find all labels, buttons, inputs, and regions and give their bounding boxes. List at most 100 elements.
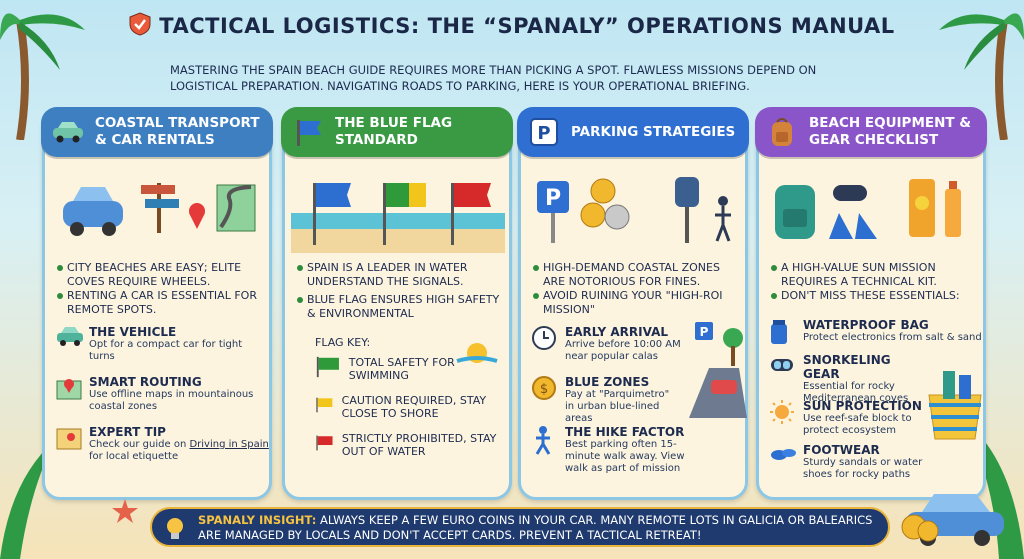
transport-illustration — [63, 183, 256, 236]
item-title: The Vehicle — [89, 325, 177, 339]
car-icon — [49, 117, 87, 147]
item-title: Waterproof Bag — [803, 318, 929, 332]
intro-text: Mastering the Spain beach guide requires… — [170, 63, 817, 93]
transport-bullets: City beaches are easy; Elite coves requi… — [57, 261, 267, 317]
lightbulb-icon — [167, 518, 183, 539]
item-snorkeling-gear: Snorkeling GearEssential for rocky Medit… — [769, 353, 929, 405]
svg-text:$: $ — [540, 382, 548, 397]
blue-flag-icon — [289, 117, 327, 147]
svg-text:P: P — [700, 325, 709, 339]
item-expert-tip: Expert Tip Check our guide on Driving in… — [55, 425, 270, 463]
map-pin-icon — [55, 375, 89, 413]
car-icon — [906, 494, 1004, 546]
blue-flag-bullets: Spain is a leader in water understand th… — [297, 261, 507, 321]
parking-illustration: P — [537, 177, 731, 243]
title-text: Tactical Logistics: The “Spanaly” Operat… — [159, 14, 895, 38]
flag-text: Strictly prohibited, stay out of water — [341, 432, 497, 458]
green-flag-icon — [316, 356, 339, 378]
flag-green-row: Total safety for swimming — [315, 356, 505, 382]
item-text: Pay at "Parquimetro" in urban blue-lined… — [565, 389, 670, 424]
item-text: Check our guide on Driving in Spain for … — [89, 439, 270, 463]
palm-tree-icon — [0, 13, 85, 140]
item-text-before: Check our guide on — [89, 439, 190, 450]
panel-blue-flag: The Blue Flag Standard Spain is a leader… — [281, 107, 513, 500]
flag-key-label: Flag Key: — [315, 336, 371, 349]
flag-yellow-row: Caution required, stay close to shore — [315, 394, 505, 420]
flag-text: Caution required, stay close to shore — [341, 394, 487, 420]
item-title: The Hike Factor — [565, 425, 685, 439]
driving-in-spain-link[interactable]: Driving in Spain — [189, 439, 269, 450]
snorkel-icon — [769, 353, 803, 405]
item-early-arrival: Early ArrivalArrive before 10:00 AM near… — [531, 325, 681, 363]
item-title: Early Arrival — [565, 325, 669, 339]
item-text: Sturdy sandals or water shoes for rocky … — [803, 457, 923, 480]
insight-label: Spanaly Insight: — [198, 513, 317, 527]
bullet-item: A high-value sun mission requires a tech… — [771, 261, 981, 289]
gear-illustration — [775, 179, 961, 239]
beach-bag-icon — [928, 371, 982, 440]
flags-illustration — [291, 183, 505, 253]
item-text-after: for local etiquette — [89, 451, 179, 462]
item-title: Smart Routing — [89, 375, 202, 389]
sandal-icon — [769, 443, 803, 481]
item-smart-routing: Smart RoutingUse offline maps in mountai… — [55, 375, 270, 413]
parking-bullets: High-demand coastal zones are notorious … — [533, 261, 743, 317]
parking-lot-icon: P — [689, 322, 747, 418]
parking-icon: P — [525, 117, 563, 147]
panel-parking-header: P Parking Strategies — [517, 107, 749, 157]
insight-text: Always keep a few Euro coins in your car… — [198, 513, 873, 542]
item-title: Blue Zones — [565, 375, 650, 389]
yellow-flag-icon — [316, 397, 333, 413]
panel-gear-header: Beach Equipment & Gear Checklist — [755, 107, 987, 157]
coins-icon — [901, 514, 939, 542]
dry-bag-icon — [769, 318, 803, 350]
map-icon — [55, 425, 89, 463]
palm-tree-icon — [939, 13, 1024, 140]
panel-gear: Beach Equipment & Gear Checklist A high-… — [755, 107, 987, 500]
svg-text:P: P — [537, 123, 550, 144]
item-text: Use offline maps in mountainous coastal … — [89, 389, 254, 412]
insight-banner: Spanaly Insight: Always keep a few Euro … — [150, 507, 939, 547]
item-title: Footwear — [803, 443, 880, 457]
red-flag-icon — [316, 435, 333, 451]
panel-header-label: The Blue Flag Standard — [335, 115, 453, 148]
bullet-item: Blue Flag ensures high safety & environm… — [297, 293, 507, 321]
bullet-item: Avoid ruining your "High-ROI Mission" — [533, 289, 743, 317]
clock-icon — [531, 325, 565, 363]
item-title: Sun Protection — [803, 399, 922, 413]
item-text: Protect electronics from salt & sand — [803, 332, 982, 343]
panel-blue-flag-header: The Blue Flag Standard — [281, 107, 513, 157]
palm-leaf-icon — [0, 440, 55, 559]
sun-icon — [769, 399, 803, 437]
panel-header-label: Coastal Transport & Car Rentals — [95, 115, 260, 148]
bullet-item: Spain is a leader in water understand th… — [297, 261, 507, 289]
flag-red-row: Strictly prohibited, stay out of water — [315, 432, 505, 458]
item-text: Arrive before 10:00 AM near popular cala… — [565, 339, 681, 362]
bullet-item: Renting a car is essential for remote sp… — [57, 289, 267, 317]
item-text: Best parking often 15-minute walk away. … — [565, 439, 685, 474]
item-waterproof-bag: Waterproof BagProtect electronics from s… — [769, 318, 984, 350]
item-vehicle: The VehicleOpt for a compact car for tig… — [55, 325, 270, 363]
item-blue-zones: $ Blue ZonesPay at "Parquimetro" in urba… — [531, 375, 681, 425]
starfish-icon — [112, 499, 138, 523]
panel-header-label: Parking Strategies — [571, 123, 736, 140]
item-hike-factor: The Hike FactorBest parking often 15-min… — [531, 425, 701, 475]
sun-icon — [456, 343, 498, 363]
flag-text: Total safety for swimming — [348, 356, 455, 382]
gear-bullets: A high-value sun mission requires a tech… — [771, 261, 981, 303]
bullet-item: Don't miss these essentials: — [771, 289, 981, 303]
item-footwear: FootwearSturdy sandals or water shoes fo… — [769, 443, 939, 481]
item-text: Essential for rocky Mediterranean coves — [803, 381, 909, 404]
shield-icon — [129, 12, 151, 36]
panel-header-label: Beach Equipment & Gear Checklist — [809, 115, 972, 148]
item-title: Snorkeling Gear — [803, 353, 891, 381]
item-sun-protection: Sun ProtectionUse reef-safe block to pro… — [769, 399, 929, 437]
coin-icon: $ — [531, 375, 565, 425]
svg-text:P: P — [545, 186, 561, 211]
panel-transport-header: Coastal Transport & Car Rentals — [41, 107, 273, 157]
hiker-icon — [531, 425, 565, 475]
item-text: Opt for a compact car for tight turns — [89, 339, 243, 362]
item-title: Expert Tip — [89, 425, 166, 439]
car-icon — [55, 325, 89, 363]
bullet-item: High-demand coastal zones are notorious … — [533, 261, 743, 289]
